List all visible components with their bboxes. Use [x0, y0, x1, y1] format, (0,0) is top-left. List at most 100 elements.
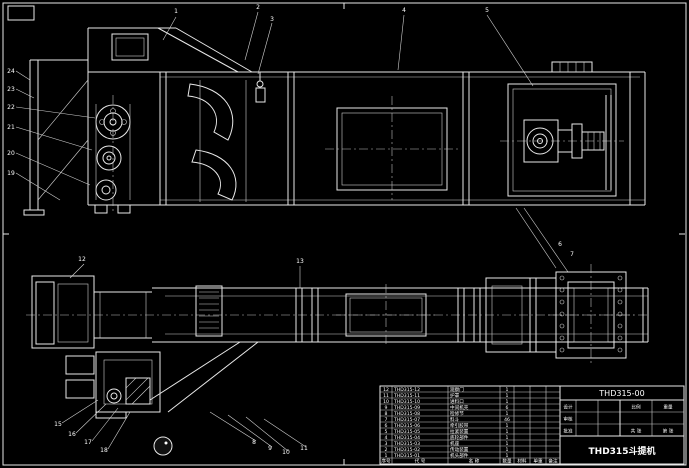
callout-left-1: 24	[7, 68, 15, 75]
svg-text:5: 5	[385, 429, 388, 435]
plan-head-section	[31, 275, 223, 349]
svg-text:THD315-08: THD315-08	[393, 411, 420, 417]
callout-left-2: 23	[7, 86, 15, 93]
svg-text:名 称: 名 称	[469, 458, 480, 465]
label-check: 审核	[563, 416, 573, 423]
callout-right-1: 6	[558, 241, 562, 248]
boot-hopper-detail	[65, 341, 259, 419]
label-sheets-total: 共 张	[631, 428, 642, 435]
svg-text:THD315-01: THD315-01	[393, 453, 420, 459]
callout-plan-2: 13	[296, 258, 304, 265]
drawing-number: THD315-00	[598, 389, 644, 398]
svg-text:1: 1	[506, 441, 509, 447]
svg-text:7: 7	[385, 417, 388, 423]
title-block: THD315-00 设计 审核 批准 比例 重量 共 张 第 张 THD315斗…	[560, 389, 684, 457]
svg-text:4: 4	[385, 435, 388, 441]
svg-text:3: 3	[385, 441, 388, 447]
svg-text:进料口: 进料口	[450, 398, 464, 405]
plan-view	[26, 264, 650, 419]
svg-text:机座: 机座	[450, 440, 460, 447]
svg-text:6: 6	[506, 405, 509, 411]
svg-text:11: 11	[383, 393, 389, 399]
svg-text:46: 46	[504, 417, 510, 423]
svg-text:THD315-12: THD315-12	[393, 387, 420, 393]
svg-text:序号: 序号	[381, 458, 391, 465]
svg-text:1: 1	[506, 399, 509, 405]
svg-text:12: 12	[383, 387, 389, 393]
callout-numbers: 1 2 3 4 5 24 23 22 21 20 19 6 7 12 13 15…	[7, 4, 574, 456]
plan-inspection-door	[336, 284, 436, 346]
svg-text:THD315-11: THD315-11	[393, 393, 420, 399]
svg-text:THD315-02: THD315-02	[393, 447, 420, 453]
svg-text:备注: 备注	[548, 458, 558, 465]
svg-text:材料: 材料	[517, 458, 527, 465]
callout-plan-1: 12	[78, 256, 86, 263]
callout-bl-1: 15	[54, 421, 62, 428]
svg-text:检修节: 检修节	[450, 410, 464, 417]
svg-text:中间机壳: 中间机壳	[450, 404, 469, 411]
svg-text:1: 1	[506, 435, 509, 441]
svg-text:1: 1	[385, 453, 388, 459]
callout-left-5: 20	[7, 150, 15, 157]
svg-text:机头部件: 机头部件	[450, 452, 469, 459]
svg-text:观察门: 观察门	[450, 386, 464, 393]
inspection-door	[325, 96, 460, 200]
svg-text:THD315-09: THD315-09	[393, 405, 420, 411]
svg-text:拉紧装置: 拉紧装置	[450, 428, 469, 435]
callout-5: 5	[485, 7, 489, 14]
svg-text:数量: 数量	[502, 458, 512, 465]
svg-text:9: 9	[385, 405, 388, 411]
label-approve: 批准	[563, 428, 573, 435]
svg-text:传动装置: 传动装置	[450, 446, 469, 453]
svg-text:6: 6	[385, 423, 388, 429]
label-sheet-no: 第 张	[663, 428, 674, 435]
bucket-section	[187, 72, 266, 202]
label-scale: 比例	[631, 404, 641, 411]
svg-text:THD315-10: THD315-10	[393, 399, 420, 405]
label-weight: 重量	[663, 404, 673, 411]
side-elevation-view	[23, 27, 646, 273]
plan-drive-station	[485, 264, 634, 366]
head-section	[23, 27, 253, 216]
svg-text:1: 1	[506, 423, 509, 429]
callout-bl-2: 16	[68, 431, 76, 438]
callout-bm-2: 9	[268, 445, 272, 452]
callout-leader-lines	[15, 11, 534, 452]
svg-text:1: 1	[506, 411, 509, 417]
svg-text:THD315-05: THD315-05	[393, 429, 420, 435]
stamp-logo	[153, 436, 173, 456]
drive-section	[500, 61, 631, 205]
svg-text:单重: 单重	[533, 458, 543, 465]
callout-3: 3	[270, 16, 274, 23]
svg-text:1: 1	[506, 453, 509, 459]
svg-text:护罩: 护罩	[450, 392, 460, 399]
svg-text:1: 1	[506, 447, 509, 453]
svg-text:8: 8	[385, 411, 388, 417]
svg-text:1: 1	[506, 429, 509, 435]
callout-bl-3: 17	[84, 439, 92, 446]
callout-left-4: 21	[7, 124, 15, 131]
label-design: 设计	[563, 404, 573, 411]
drawing-title: THD315斗提机	[589, 445, 656, 457]
svg-text:10: 10	[383, 399, 389, 405]
callout-bm-4: 11	[300, 445, 308, 452]
svg-text:2: 2	[385, 447, 388, 453]
svg-text:料斗: 料斗	[450, 416, 460, 423]
svg-text:牵引胶带: 牵引胶带	[450, 422, 469, 429]
callout-bm-1: 8	[252, 439, 256, 446]
callout-right-2: 7	[570, 251, 574, 258]
svg-text:THD315-03: THD315-03	[393, 441, 420, 447]
svg-text:THD315-06: THD315-06	[393, 423, 420, 429]
svg-text:THD315-04: THD315-04	[393, 435, 420, 441]
svg-text:1: 1	[506, 387, 509, 393]
callout-1: 1	[174, 8, 178, 15]
callout-left-6: 19	[7, 170, 15, 177]
svg-text:1: 1	[506, 393, 509, 399]
svg-text:THD315-07: THD315-07	[393, 417, 420, 423]
callout-4: 4	[402, 7, 406, 14]
callout-bm-3: 10	[282, 449, 290, 456]
